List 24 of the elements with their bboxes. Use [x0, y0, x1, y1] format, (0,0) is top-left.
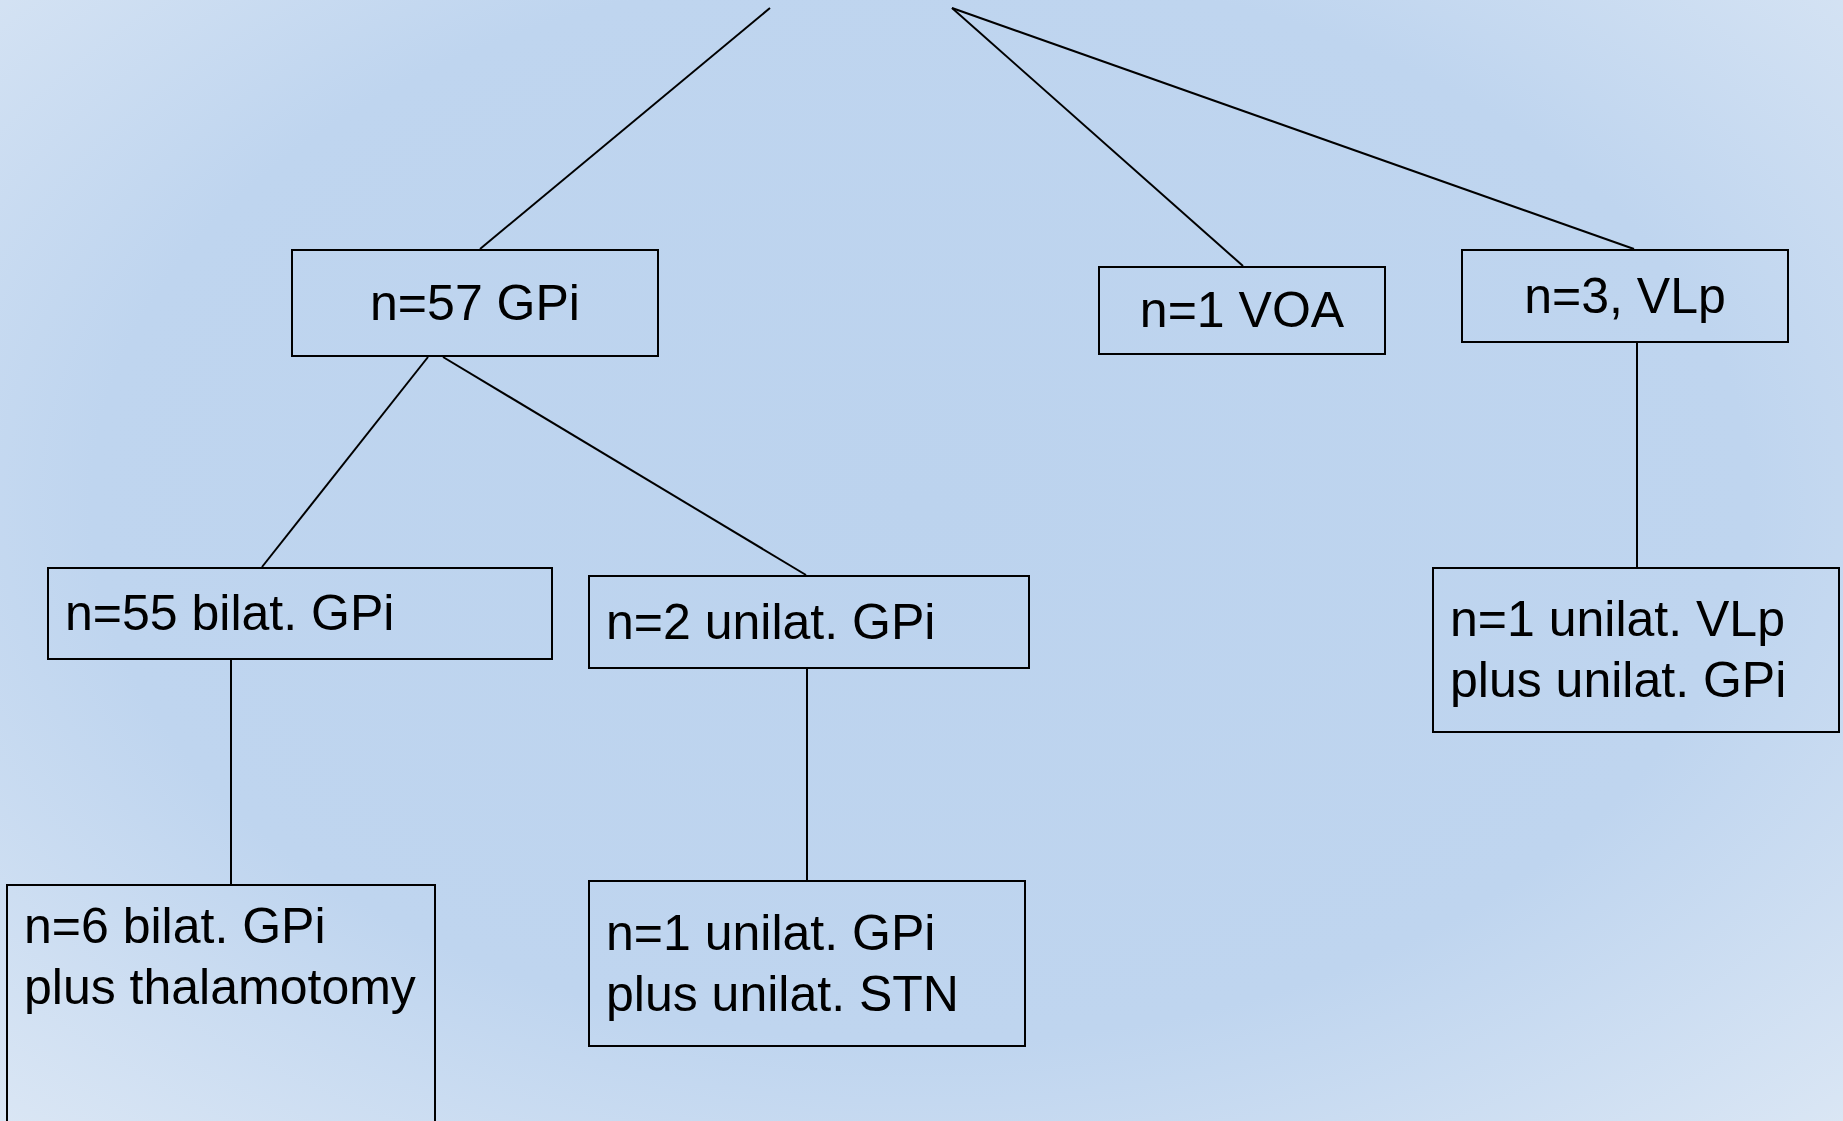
connector-line [230, 659, 232, 885]
box-label: n=1 VOA [1139, 281, 1345, 340]
tree-box [588, 880, 1026, 1047]
box-label: n=2 unilat. GPi [606, 592, 936, 652]
box-label: n=57 GPi [370, 273, 580, 333]
connector-line [479, 7, 771, 250]
tree-box [291, 249, 659, 357]
tree-box [47, 567, 553, 660]
box-label: n=55 bilat. GPi [65, 584, 395, 643]
box-label: n=6 bilat. GPi plus thalamotomy [24, 897, 417, 1017]
connector-line [442, 356, 807, 576]
connector-line [951, 7, 1244, 267]
tree-box [1098, 266, 1386, 355]
connector-line [806, 668, 808, 881]
box-label: n=1 unilat. VLp plus unilat. GPi [1450, 590, 1788, 710]
tree-box [588, 575, 1030, 669]
tree-box [1432, 567, 1840, 733]
connector-line [951, 7, 1635, 250]
connector-line [261, 356, 429, 568]
tree-box [6, 884, 436, 1121]
connector-line [1636, 342, 1638, 568]
box-label: n=3, VLp [1524, 266, 1726, 326]
box-label: n=1 unilat. GPi plus unilat. STN [606, 903, 960, 1024]
tree-box [1461, 249, 1789, 343]
